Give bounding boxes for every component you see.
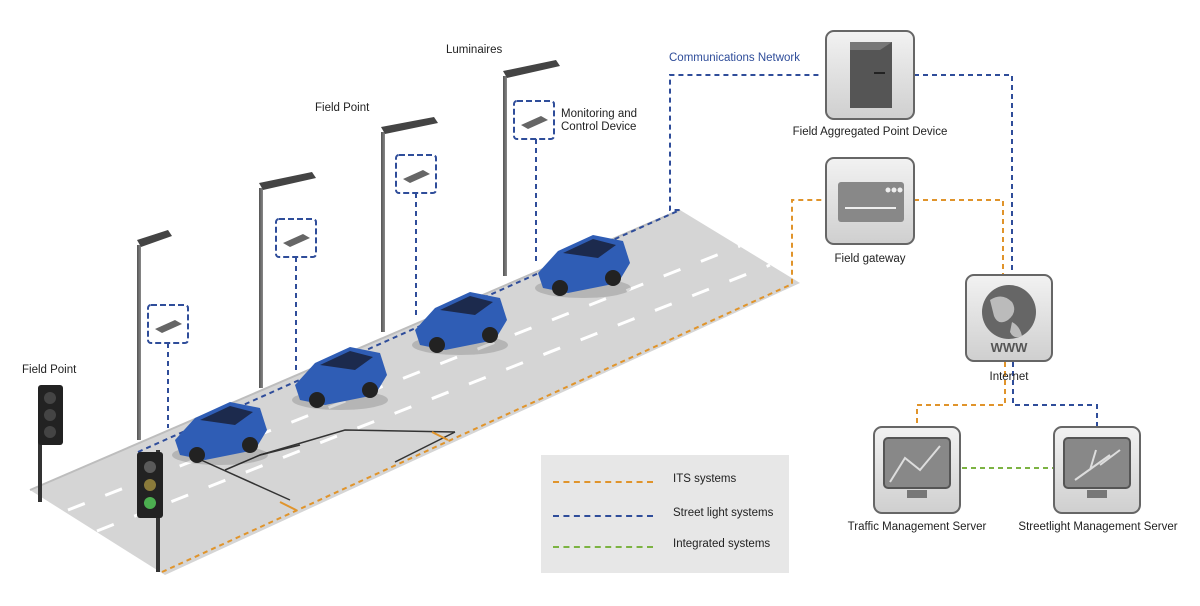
internet-to-streetlight-line (1012, 362, 1098, 427)
traffic-light-left (38, 385, 63, 502)
monitoring-device-2 (275, 218, 317, 372)
traffic-management-server-icon (873, 426, 961, 514)
luminaires-label: Luminaires (446, 44, 503, 56)
car-4 (535, 235, 631, 298)
field-aggregated-point-device-label: Field Aggregated Point Device (792, 126, 948, 138)
internet-icon: WWW (965, 274, 1053, 362)
legend-item-its: ITS systems (553, 473, 783, 489)
field-gateway-label: Field gateway (834, 253, 906, 265)
legend: ITS systems Street light systems Integra… (541, 455, 789, 573)
monitoring-device-3 (395, 154, 437, 318)
road (29, 209, 800, 575)
legend-item-integrated: Integrated systems (553, 538, 783, 554)
car-2 (292, 347, 388, 410)
streetlight-management-server-label: Streetlight Management Server (1018, 521, 1178, 533)
legend-swatch-its (553, 481, 653, 483)
internet-label: Internet (989, 371, 1029, 383)
monitoring-device-label: Monitoring and Control Device (561, 108, 638, 133)
cars (172, 235, 631, 465)
traffic-light-front (137, 450, 163, 572)
streetlight-management-server-icon (1053, 426, 1141, 514)
legend-item-street-light: Street light systems (553, 507, 783, 523)
www-text: WWW (991, 340, 1029, 355)
luminaire-2 (259, 172, 316, 388)
gateway-to-internet-line (914, 199, 1004, 275)
luminaire-1 (137, 230, 172, 440)
monitoring-device-4 (513, 100, 555, 262)
car-1 (172, 402, 268, 465)
field-gateway-icon (825, 157, 915, 245)
legend-label-street-light: Street light systems (673, 507, 774, 519)
street-light-network-line (137, 74, 820, 453)
legend-swatch-integrated (553, 546, 653, 548)
luminaire-4 (503, 60, 560, 276)
field-aggregated-point-device-icon (825, 30, 915, 120)
internet-to-traffic-line (916, 362, 1006, 427)
legend-swatch-street-light (553, 515, 653, 517)
car-3 (412, 292, 508, 355)
traffic-management-server-label: Traffic Management Server (847, 521, 987, 533)
monitoring-devices (147, 100, 555, 428)
luminaire-poles (137, 60, 560, 440)
fapd-to-internet-line (914, 74, 1013, 275)
legend-label-integrated: Integrated systems (673, 538, 771, 550)
communications-network-label: Communications Network (669, 52, 801, 64)
legend-label-its: ITS systems (673, 473, 737, 485)
field-point-top-label: Field Point (315, 102, 370, 114)
its-network-line (161, 199, 830, 573)
field-point-left-label: Field Point (22, 364, 77, 376)
luminaire-3 (381, 117, 438, 332)
monitoring-device-1 (147, 304, 189, 428)
